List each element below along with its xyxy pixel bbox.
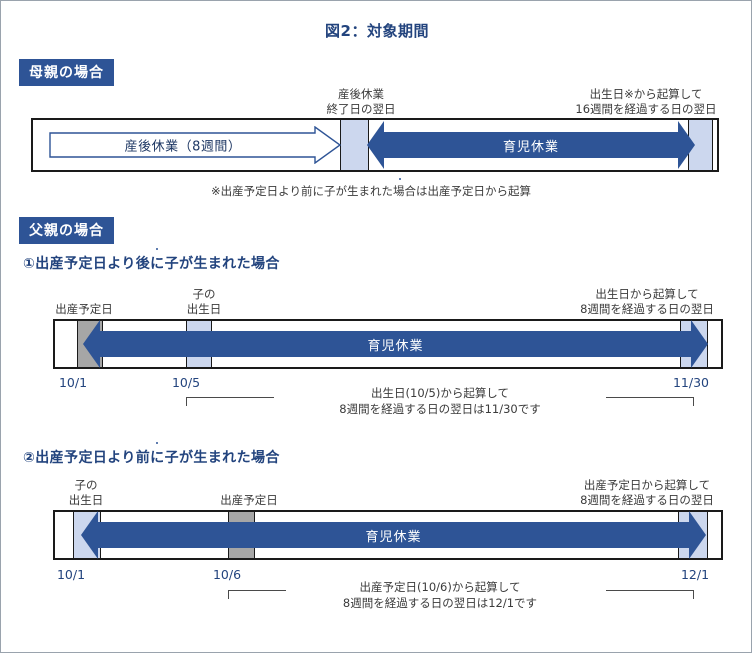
timeline-rail-top bbox=[53, 510, 723, 512]
arrow-head-right-icon bbox=[689, 511, 706, 559]
case1-caption-left: 出産予定日 bbox=[55, 302, 113, 316]
arrow-head-right-icon bbox=[678, 121, 695, 169]
mother-childcare-arrow: 育児休業 bbox=[367, 121, 695, 169]
timeline-endcap-right bbox=[717, 118, 719, 172]
case2-note: 出産予定日(10/6)から起算して 8週間を経過する日の翌日は12/1です bbox=[342, 580, 538, 610]
case2-timeline: 育児休業 bbox=[53, 510, 723, 560]
decor-dot bbox=[399, 178, 401, 180]
case2-childcare-label: 育児休業 bbox=[365, 529, 422, 545]
case1-date-left: 10/1 bbox=[58, 375, 88, 390]
case1-heading: ①出産予定日より後に子が生まれた場合 bbox=[23, 256, 280, 272]
section-tag-mother: 母親の場合 bbox=[19, 59, 114, 86]
mother-caption-right: 出生日※から起算して 16週間を経過する日の翌日 bbox=[575, 87, 717, 116]
case1-timeline: 育児休業 bbox=[53, 319, 723, 369]
case1-caption-mid: 子の 出生日 bbox=[186, 287, 222, 316]
timeline-rail-bottom bbox=[53, 367, 723, 369]
timeline-rail-top bbox=[53, 319, 723, 321]
arrow-head-left-icon bbox=[81, 511, 98, 559]
timeline-rail-bottom bbox=[31, 170, 719, 172]
arrow-head-left-icon bbox=[83, 320, 100, 368]
case1-childcare-label: 育児休業 bbox=[367, 338, 424, 354]
timeline-endcap-left bbox=[31, 118, 33, 172]
timeline-rail-bottom bbox=[53, 558, 723, 560]
case2-childcare-arrow: 育児休業 bbox=[81, 511, 706, 559]
decor-dot bbox=[156, 248, 158, 250]
section-tag-father: 父親の場合 bbox=[19, 217, 114, 244]
case2-date-right: 12/1 bbox=[680, 567, 710, 582]
maternity-leave-arrow: 産後休業（8週間） bbox=[49, 126, 341, 164]
arrow-head-right-icon bbox=[691, 320, 708, 368]
case2-caption-right: 出産予定日から起算して 8週間を経過する日の翌日 bbox=[580, 478, 714, 507]
page-title: 図2：対象期間 bbox=[325, 22, 429, 40]
timeline-endcap-left bbox=[53, 510, 55, 560]
case1-caption-right: 出生日から起算して 8週間を経過する日の翌日 bbox=[580, 287, 714, 316]
band-postpartum-end bbox=[340, 120, 369, 170]
case2-date-mid: 10/6 bbox=[212, 567, 242, 582]
maternity-leave-label: 産後休業（8週間） bbox=[124, 139, 242, 155]
timeline-endcap-right bbox=[721, 510, 723, 560]
mother-timeline: 産後休業（8週間） 育児休業 bbox=[31, 118, 719, 172]
timeline-rail-top bbox=[31, 118, 719, 120]
timeline-endcap-right bbox=[721, 319, 723, 369]
case2-caption-mid: 出産予定日 bbox=[220, 493, 278, 507]
mother-childcare-label: 育児休業 bbox=[502, 139, 559, 155]
case1-childcare-arrow: 育児休業 bbox=[83, 320, 708, 368]
case1-note: 出生日(10/5)から起算して 8週間を経過する日の翌日は11/30です bbox=[339, 386, 541, 416]
case2-date-left: 10/1 bbox=[56, 567, 86, 582]
case2-caption-left: 子の 出生日 bbox=[68, 478, 104, 507]
decor-dot bbox=[156, 442, 158, 444]
mother-footnote: ※出産予定日より前に子が生まれた場合は出産予定日から起算 bbox=[211, 184, 531, 198]
case1-date-mid: 10/5 bbox=[171, 375, 201, 390]
mother-caption-mid: 産後休業 終了日の翌日 bbox=[326, 87, 396, 116]
case1-date-right: 11/30 bbox=[672, 375, 710, 390]
arrow-head-left-icon bbox=[367, 121, 384, 169]
timeline-endcap-left bbox=[53, 319, 55, 369]
case2-heading: ②出産予定日より前に子が生まれた場合 bbox=[23, 450, 280, 466]
